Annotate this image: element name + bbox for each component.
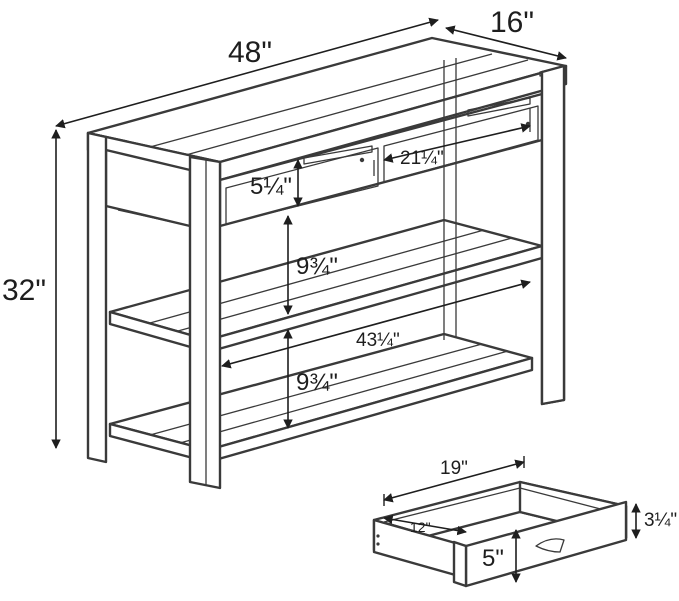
shelf-inner-width-label: 43¼" [356, 330, 400, 351]
drawer-opening-width-line [383, 123, 531, 163]
drawer-opening-height-label: 5¼" [250, 173, 292, 200]
drawer-opening-width-label: 21¼" [400, 148, 444, 169]
right-front-post [540, 64, 566, 406]
drawer-depth-label: 19" [440, 458, 468, 479]
drawer-opening-left [225, 147, 379, 225]
drawer-slide-left [303, 145, 373, 165]
drawer-slide-right [467, 97, 531, 117]
drawer-inner-height-label: 3¼" [644, 510, 677, 531]
bottom-shelf [108, 332, 534, 464]
shelf-inner-width-line [221, 279, 531, 369]
drawer-dimensions: 19" 12" 3¼" 5" [383, 456, 677, 583]
height-label: 32" [2, 274, 46, 307]
upper-shelf-gap-label: 9¾" [296, 253, 338, 280]
drawer-front-height-label: 5" [482, 545, 504, 572]
front-right-leg [188, 155, 222, 490]
width-label: 48" [228, 36, 272, 69]
drawer-inner-depth-line [383, 514, 467, 536]
front-left-leg [86, 131, 108, 464]
drawer-opening-right [383, 105, 539, 183]
lower-shelf-gap-label: 9¾" [296, 369, 338, 396]
table-dimensions: 48" 16" 32" 21¼" 5¼" 9¾" 43¼" 9¾" [2, 6, 567, 449]
drawer-inner-depth-label: 12" [410, 519, 431, 535]
drawer-depth-line [383, 459, 525, 503]
drawer-handle-icon [535, 538, 565, 553]
middle-shelf [108, 218, 544, 354]
width-dimension-line [55, 17, 439, 129]
depth-label: 16" [490, 6, 534, 39]
depth-dimension-line [445, 25, 567, 61]
